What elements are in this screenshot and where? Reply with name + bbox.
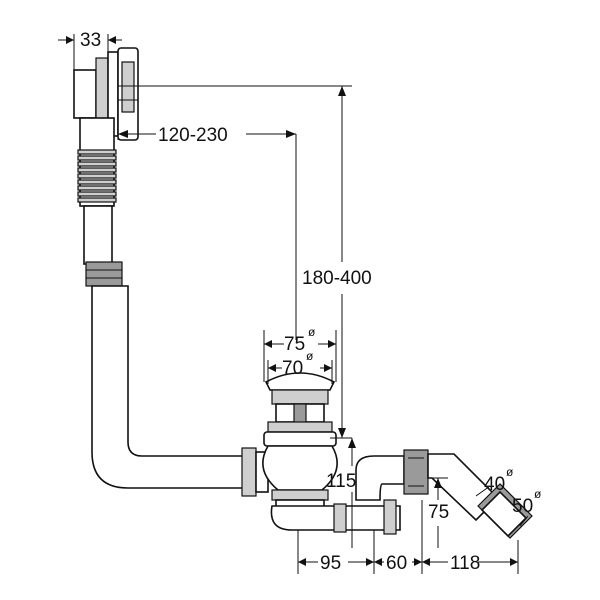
label-outlet-height: 75 [428,502,449,523]
label-outer-diameter: 75 [284,334,305,355]
label-horizontal-offset: 120-230 [158,125,228,146]
hose-rib [77,155,117,161]
label-length-c: 118 [450,553,480,574]
outlet-outer-diameter-symbol: ø [534,487,542,501]
waste-valve [262,372,338,511]
hose-rib [77,149,117,155]
label-outlet-diameter-inner: 40 [484,474,505,495]
hose-rib [77,173,117,179]
label-overflow-depth: 33 [80,30,101,51]
label-trap-height: 115 [326,471,356,492]
hose-rib [77,191,117,197]
flex-hose [77,117,123,287]
hose-rib [77,197,117,203]
hose-rib [77,179,117,185]
label-length-a: 95 [320,553,341,574]
hose-rib [77,185,117,191]
hose-rib [77,167,117,173]
drain-pipe [91,285,269,497]
dimension-labels: 33 120-230 180-400 75 ø 70 ø 115 75 95 6… [80,30,542,574]
overflow-head [73,47,139,141]
outlet-inner-diameter-symbol: ø [506,465,514,479]
label-outlet-diameter-outer: 50 [512,496,533,517]
hose-rib [77,161,117,167]
inner-diameter-symbol: ø [306,349,314,363]
dimension-lines [58,34,529,574]
label-length-b: 60 [386,553,407,574]
label-vertical-height: 180-400 [302,268,372,289]
label-inner-diameter: 70 [282,358,303,379]
outer-diameter-symbol: ø [308,325,316,339]
